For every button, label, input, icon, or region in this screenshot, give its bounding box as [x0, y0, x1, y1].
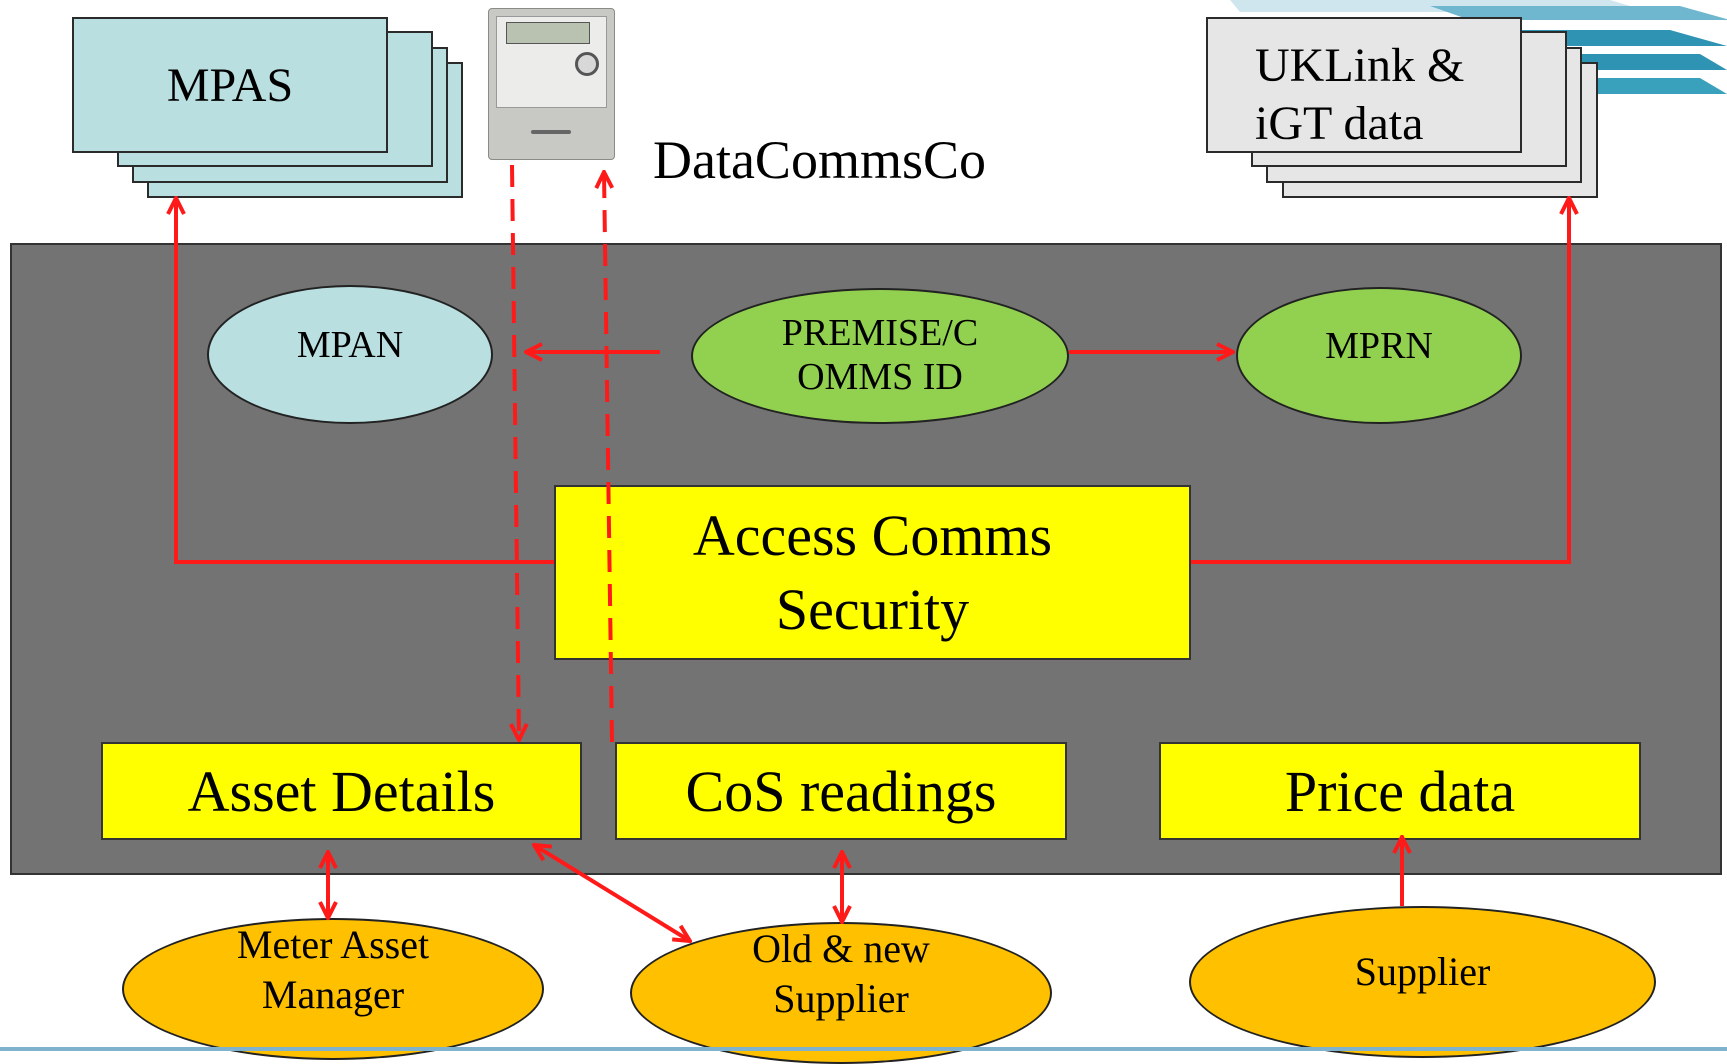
footer-rule: [0, 1047, 1727, 1051]
meter-asset-manager-label: Meter Asset Manager: [236, 922, 430, 1017]
asset-details-label: Asset Details: [187, 758, 496, 824]
access-comms-security-label: Access Comms Security: [692, 502, 1053, 642]
old-new-supplier-ellipse: Old & new Supplier: [630, 922, 1052, 1064]
price-data-label: Price data: [1284, 758, 1516, 824]
meter-asset-manager-ellipse: Meter Asset Manager: [122, 918, 544, 1060]
mpas-label: MPAS: [166, 58, 294, 112]
supplier-label: Supplier: [1354, 949, 1491, 994]
premise-comms-id-label: PREMISE/C OMMS ID: [781, 312, 979, 398]
asset-details-box: Asset Details: [101, 742, 582, 840]
datacommsco-label: DataCommsCo: [653, 130, 986, 190]
mpas-box: MPAS: [72, 17, 388, 153]
access-comms-security-box: Access Comms Security: [554, 485, 1191, 660]
mpan-ellipse: MPAN: [207, 285, 493, 424]
supplier-ellipse: Supplier: [1189, 906, 1656, 1058]
uklink-label: UKLink & iGT data: [1255, 39, 1465, 150]
price-data-box: Price data: [1159, 742, 1641, 840]
meter-display: [506, 22, 590, 44]
mpan-label: MPAN: [296, 323, 404, 366]
meter-grip: [531, 130, 571, 134]
meter-dial: [575, 52, 599, 76]
mprn-ellipse: MPRN: [1236, 287, 1522, 424]
mprn-label: MPRN: [1325, 324, 1433, 367]
premise-comms-id-ellipse: PREMISE/C OMMS ID: [691, 288, 1069, 424]
cos-readings-label: CoS readings: [685, 758, 997, 824]
old-new-supplier-label: Old & new Supplier: [752, 926, 930, 1021]
uklink-box: UKLink & iGT data: [1206, 17, 1522, 153]
cos-readings-box: CoS readings: [615, 742, 1067, 840]
